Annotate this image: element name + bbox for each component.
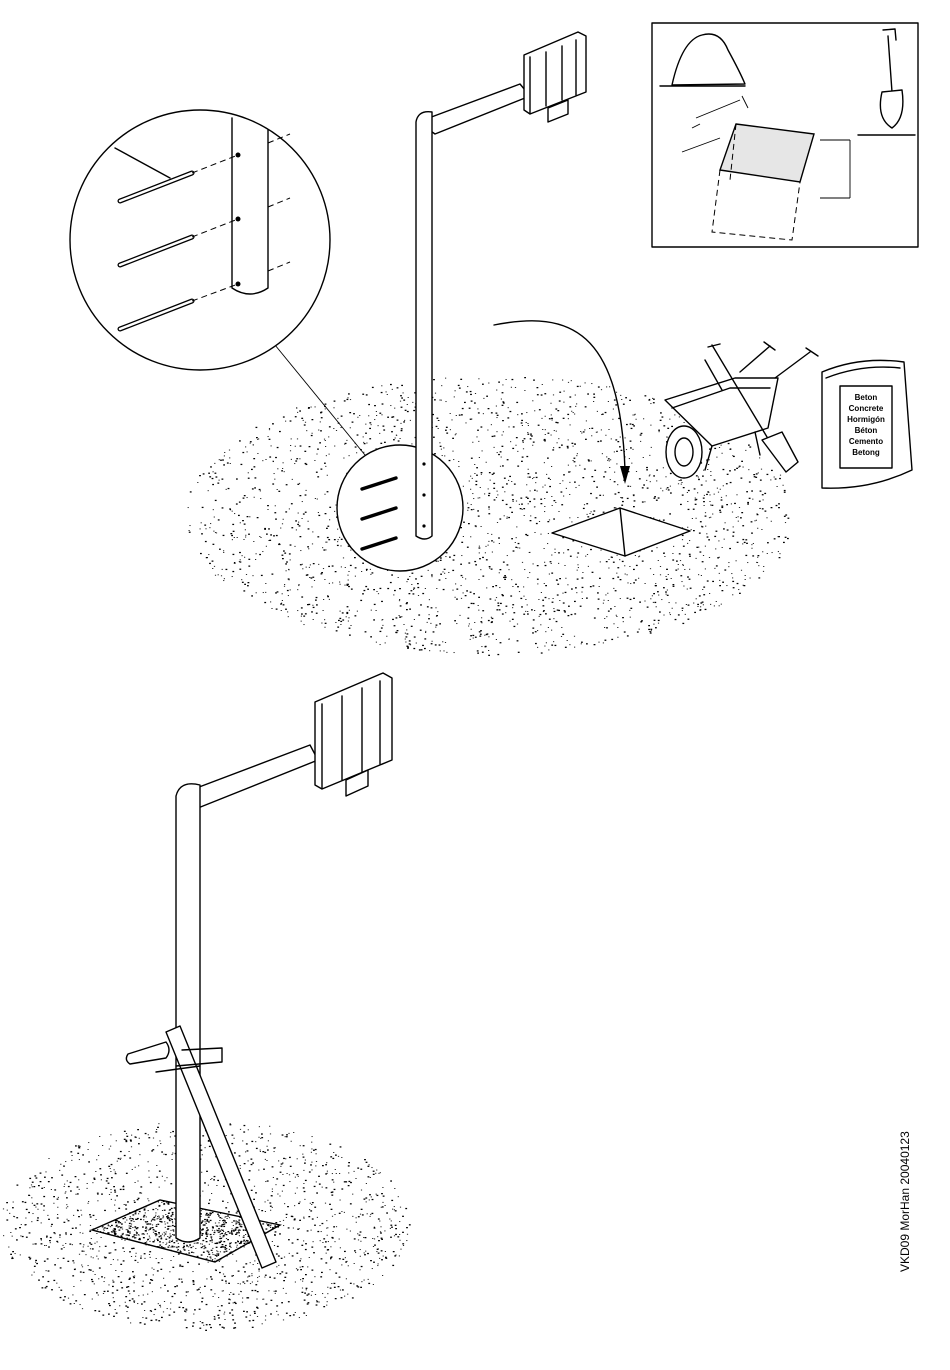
- placement-arrow: [494, 321, 630, 484]
- bolt-detail-magnifier: [70, 110, 365, 455]
- hole-digging-inset: [652, 23, 918, 247]
- concrete-bag: Beton Concrete Hormigón Béton Cemento Be…: [822, 360, 912, 488]
- bag-label-line: Concrete: [849, 404, 884, 413]
- document-reference-code: VKD09 MorHan 20040123: [898, 1131, 912, 1272]
- bag-label-line: Béton: [855, 426, 878, 435]
- post-hole: [552, 508, 690, 556]
- hoop-board: [315, 673, 392, 796]
- bag-label-line: Cemento: [849, 437, 883, 446]
- hoop-board: [524, 32, 586, 122]
- bag-label-line: Hormigón: [847, 415, 885, 424]
- bag-label-line: Betong: [852, 448, 880, 457]
- bag-label-line: Beton: [855, 393, 878, 402]
- magnified-detail-circle: [70, 110, 330, 370]
- lower-post-assembly: [126, 673, 392, 1268]
- bolt-location-circle: [337, 445, 463, 571]
- clamp-handle: [126, 1042, 169, 1064]
